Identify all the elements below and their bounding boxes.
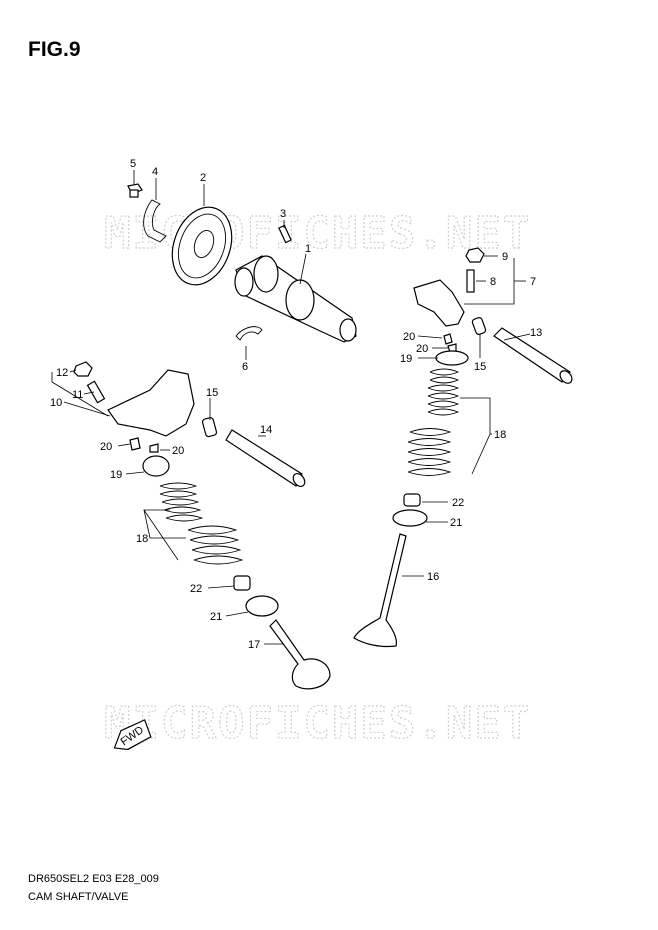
callout-20-left-a: 20 [100,441,112,453]
figure-title: FIG.9 [28,38,81,61]
rocker-shaft-14-icon [225,429,306,488]
callout-15-left: 15 [206,387,218,399]
leader-lines [51,170,531,645]
callout-15-right: 15 [474,361,486,373]
nut-9-icon [465,247,485,263]
rocker-arm-7-icon [413,279,465,327]
bracket-4-icon [143,199,167,243]
callout-18-right: 18 [494,429,506,441]
callout-20-left-b: 20 [172,445,184,457]
callout-6: 6 [242,361,248,373]
callout-12: 12 [56,367,68,379]
callout-22-right: 22 [452,497,464,509]
callout-16: 16 [427,571,439,583]
callout-9: 9 [502,251,508,263]
cotter-20-right-a-icon [443,333,453,345]
camshaft-1-icon [234,255,357,343]
seal-22-left-icon [233,575,251,591]
callout-2: 2 [200,172,206,184]
callout-21-left: 21 [210,611,222,623]
callout-19-left: 19 [110,469,122,481]
callout-19-right: 19 [400,353,412,365]
callout-11: 11 [72,389,83,401]
callout-20-right-b: 20 [416,343,428,355]
seat-21-left-icon [245,595,279,617]
valve-16-icon [353,533,407,648]
callout-1: 1 [305,243,311,255]
model-code: DR650SEL2 E03 E28_009 [28,873,159,885]
adjuster-11-icon [86,380,106,404]
nut-12-icon [73,361,93,377]
washer-15-right-icon [471,317,487,335]
callout-13: 13 [530,327,542,339]
washer-15-left-icon [201,417,218,438]
rocker-arm-10-icon [107,369,195,437]
pin-3-icon [278,224,292,244]
valve-springs-18-left-icon [159,482,244,565]
callout-22-left: 22 [190,583,202,595]
callout-5: 5 [130,158,136,170]
callout-18-left: 18 [136,533,148,545]
clip-6-icon [235,326,263,341]
callout-10: 10 [50,397,62,409]
cam-sprocket-2-icon [171,206,233,286]
valve-17-icon [269,619,331,690]
retainer-19-right-icon [435,350,469,366]
seat-21-right-icon [392,509,428,527]
callout-7: 7 [530,276,536,288]
seal-22-right-icon [403,493,421,507]
retainer-19-left-icon [142,455,170,477]
footer: DR650SEL2 E03 E28_009 CAM SHAFT/VALVE [28,870,159,906]
cotter-20-left-a-icon [129,437,141,451]
bolt-5-icon [127,183,143,198]
callout-14: 14 [260,424,272,436]
valve-springs-18-right-icon [407,368,460,476]
adjuster-8-icon [466,269,475,293]
rocker-shaft-13-icon [493,327,573,384]
cotter-20-left-b-icon [149,443,159,453]
watermark-bottom: MICROFICHES.NET [104,698,531,749]
diagram-caption: CAM SHAFT/VALVE [28,891,129,903]
watermark-top: MICROFICHES.NET [104,208,531,259]
callout-3: 3 [280,208,286,220]
callout-20-right-a: 20 [403,331,415,343]
callout-21-right: 21 [450,517,462,529]
callout-17: 17 [248,639,260,651]
callout-8: 8 [490,276,496,288]
callout-4: 4 [152,166,158,178]
